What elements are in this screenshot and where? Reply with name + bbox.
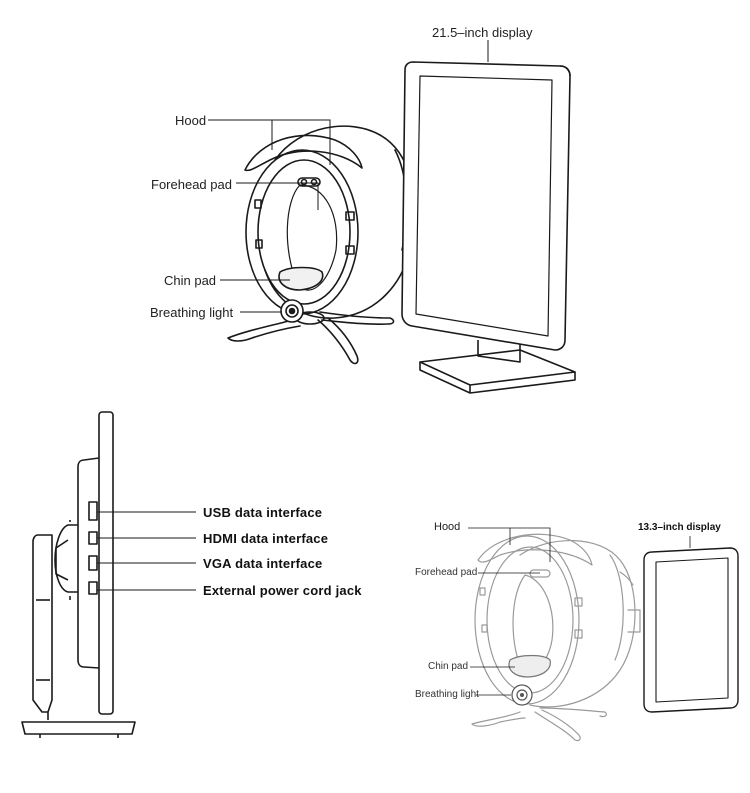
- display-13-3-illustration: [643, 547, 739, 713]
- label-13-3-inch-display: 13.3–inch display: [638, 522, 721, 533]
- breathing-light: [280, 299, 304, 323]
- display-21-5-illustration: [401, 61, 576, 394]
- label-21-5-inch-display: 21.5–inch display: [432, 25, 533, 40]
- label-forehead-pad-small: Forehead pad: [415, 567, 478, 578]
- side-view-illustration: [21, 411, 136, 738]
- label-chin-pad-small: Chin pad: [428, 661, 469, 672]
- power-jack: [88, 581, 98, 595]
- label-breathing-light-small: Breathing light: [415, 689, 479, 700]
- label-hdmi-data-interface: HDMI data interface: [203, 531, 329, 546]
- forehead-pad: [297, 177, 321, 187]
- label-forehead-pad-top: Forehead pad: [151, 177, 232, 192]
- label-chin-pad-top: Chin pad: [164, 273, 217, 288]
- top-leader-lines: [208, 40, 489, 313]
- label-vga-data-interface: VGA data interface: [203, 556, 323, 571]
- chin-pad: [278, 266, 324, 291]
- label-usb-data-interface: USB data interface: [203, 505, 323, 520]
- usb-port: [88, 501, 98, 521]
- label-external-power-cord-jack: External power cord jack: [203, 583, 362, 598]
- vga-port: [88, 555, 98, 571]
- label-breathing-light-top: Breathing light: [150, 305, 234, 320]
- hood: [244, 134, 363, 172]
- analyzer-large-illustration: [227, 125, 416, 365]
- analyzer-small-illustration: [471, 533, 641, 742]
- side-leader-lines: [97, 511, 196, 591]
- label-hood-small: Hood: [434, 521, 461, 533]
- label-hood-top: Hood: [175, 113, 207, 128]
- tripod-base: [227, 311, 395, 365]
- hdmi-port: [88, 531, 98, 545]
- small-leader-lines: [468, 527, 691, 696]
